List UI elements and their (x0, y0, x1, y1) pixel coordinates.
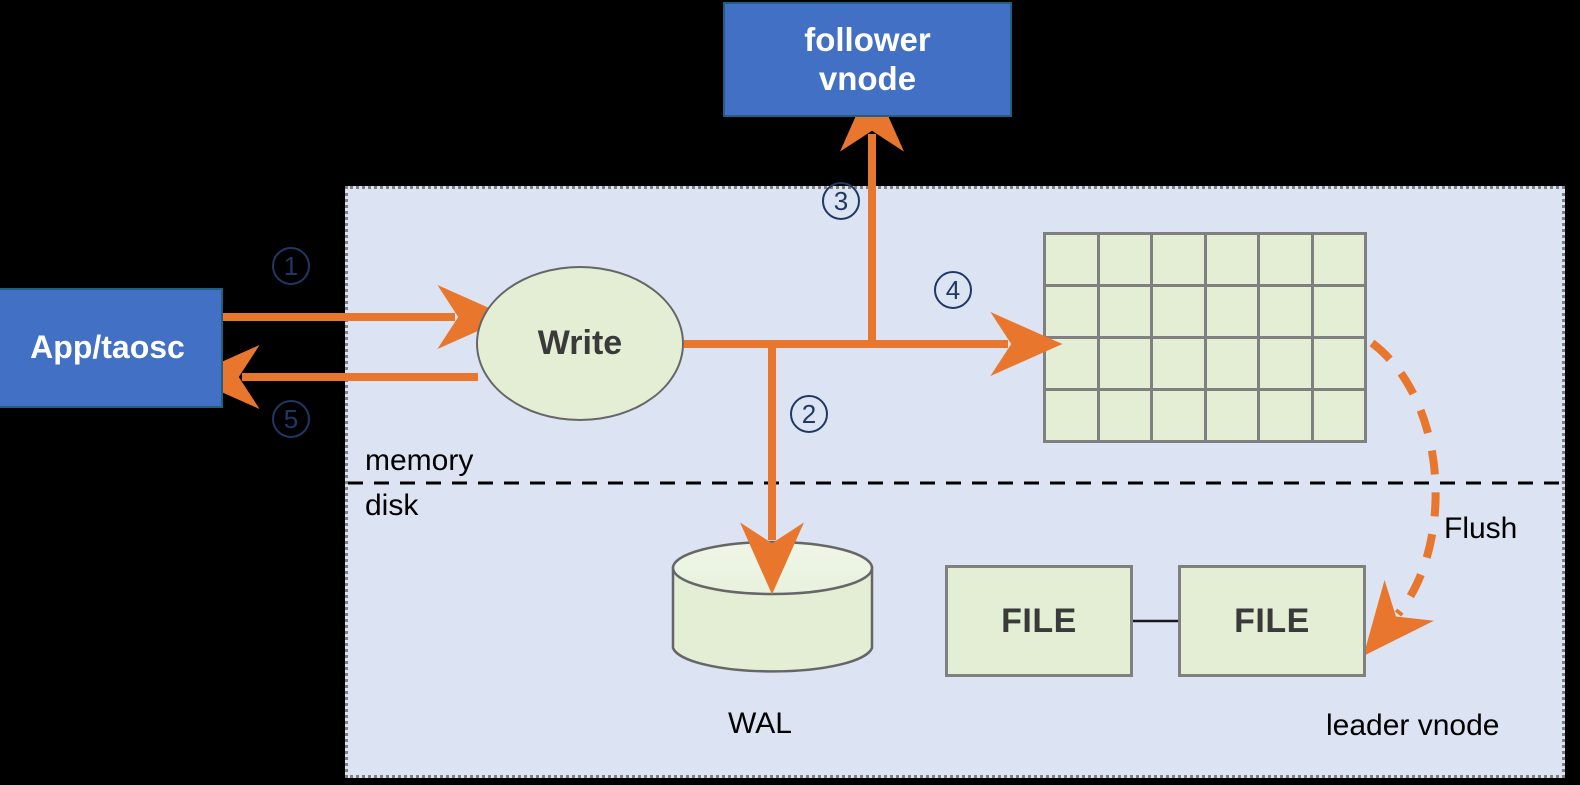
step-number-2: 2 (790, 395, 828, 433)
memtable-cell (1099, 391, 1150, 440)
file-box-1[interactable]: FILE (945, 565, 1133, 677)
memtable-cell (1153, 339, 1204, 388)
memtable-cell (1206, 287, 1257, 336)
step-number-5: 5 (272, 400, 310, 438)
memtable-cell (1260, 339, 1311, 388)
memtable-cell (1260, 391, 1311, 440)
leader-vnode-label: leader vnode (1326, 709, 1500, 742)
step-number-3: 3 (822, 182, 860, 220)
file-box-2[interactable]: FILE (1178, 565, 1366, 677)
memtable-cell (1313, 339, 1364, 388)
wal-label: WAL (728, 707, 792, 740)
arrow-flush (1363, 339, 1440, 656)
file-box-2-label: FILE (1234, 601, 1310, 640)
memtable-cell (1206, 391, 1257, 440)
write-node-label: Write (537, 324, 623, 362)
memtable-cell (1046, 391, 1097, 440)
memtable-cell (1099, 339, 1150, 388)
file-box-1-label: FILE (1001, 601, 1077, 640)
memory-label: memory (365, 444, 474, 477)
memtable-cell (1099, 287, 1150, 336)
memtable-cell (1313, 235, 1364, 284)
step-number-1: 1 (272, 247, 310, 285)
step-number-4: 4 (934, 271, 972, 309)
app-taosc-label: App/taosc (30, 329, 185, 366)
wal-cylinder (671, 540, 874, 673)
memtable-cell (1313, 287, 1364, 336)
memtable-cell (1260, 235, 1311, 284)
memtable-cell (1206, 339, 1257, 388)
memtable-cell (1313, 391, 1364, 440)
memtable-cell (1099, 235, 1150, 284)
memtable-cell (1260, 287, 1311, 336)
memtable-cell (1153, 235, 1204, 284)
memtable-cell (1153, 287, 1204, 336)
write-node[interactable]: Write (476, 266, 684, 421)
disk-label: disk (365, 489, 419, 522)
app-taosc-box[interactable]: App/taosc (0, 288, 223, 408)
memtable-cell (1206, 235, 1257, 284)
follower-vnode-box[interactable]: follower vnode (723, 2, 1012, 117)
memtable-grid (1043, 232, 1367, 443)
memtable-cell (1046, 235, 1097, 284)
follower-vnode-label: follower vnode (804, 20, 931, 97)
flush-label: Flush (1444, 512, 1518, 545)
memtable-cell (1153, 391, 1204, 440)
